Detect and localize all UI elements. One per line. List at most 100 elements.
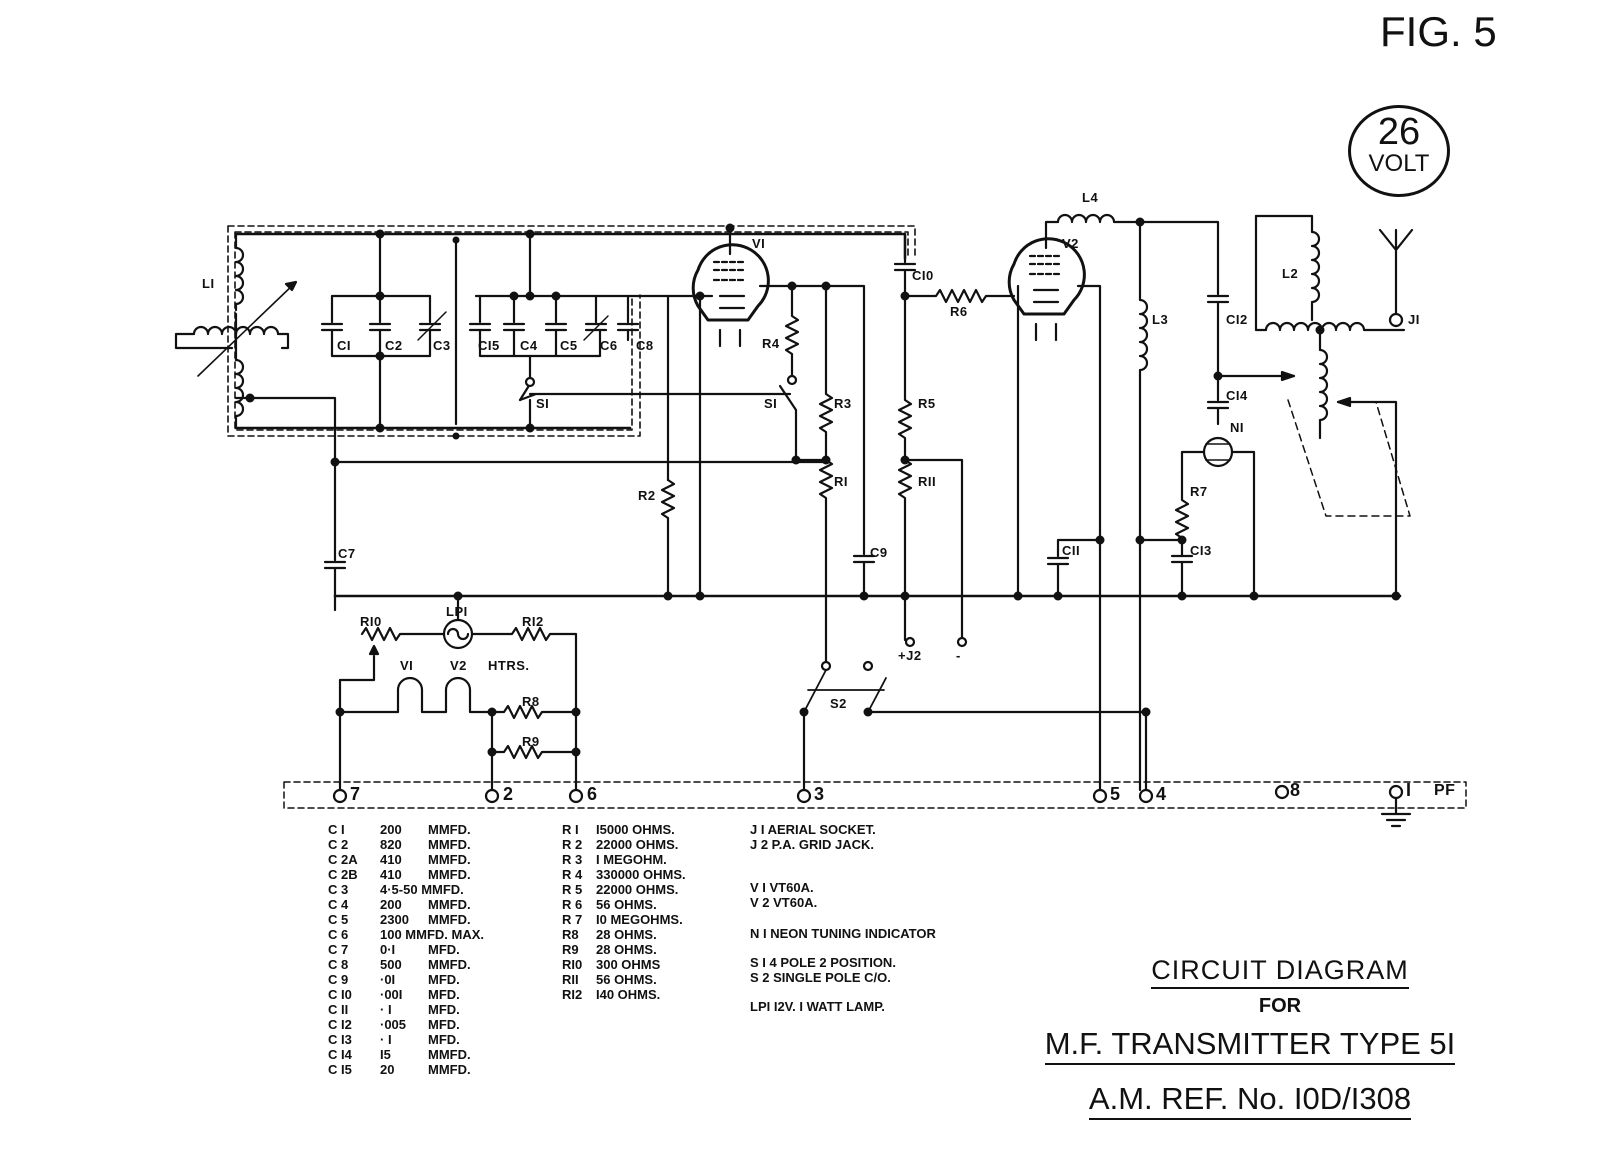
capacitor-cell: C 8 <box>328 957 349 972</box>
capacitor-row: C 4 200 MMFD. <box>328 897 471 912</box>
capacitor-cell: MMFD. <box>428 852 471 867</box>
label-c3: C3 <box>433 338 451 353</box>
resistor-cell: R 4 <box>562 867 583 882</box>
label-r2: R2 <box>638 488 656 503</box>
label-c15: CI5 <box>478 338 500 353</box>
valve-v1-type: V I VT60A. <box>750 880 814 895</box>
resistor-cell: 56 OHMS. <box>596 897 657 912</box>
capacitor-cell: C 2 <box>328 837 349 852</box>
label-c13: CI3 <box>1190 543 1212 558</box>
capacitor-cell: MMFD. <box>428 867 471 882</box>
terminal-1: I <box>1406 780 1412 800</box>
resistor-row: R 3 I MEGOHM. <box>562 852 686 867</box>
resistor-cell: RII <box>562 972 579 987</box>
capacitor-cell: · I <box>380 1002 392 1017</box>
label-c1: CI <box>337 338 351 353</box>
terminal-3: 3 <box>814 784 825 804</box>
capacitor-cell: 410 <box>380 867 402 882</box>
label-c11: CII <box>1062 543 1081 558</box>
label-s1b: SI <box>764 396 778 411</box>
capacitor-cell: MMFD. <box>428 957 471 972</box>
resistor-cell: 22000 OHMS. <box>596 882 679 897</box>
label-s2: S2 <box>830 696 847 711</box>
valve-v2 <box>1007 213 1142 342</box>
capacitor-cell: C 5 <box>328 912 349 927</box>
label-c9: C9 <box>870 545 888 560</box>
label-r11: RII <box>918 474 937 489</box>
label-r10: RI0 <box>360 614 382 629</box>
label-r6: R6 <box>950 304 968 319</box>
title-block-line3: M.F. TRANSMITTER TYPE 5I <box>1020 1026 1480 1065</box>
title-block-line1: CIRCUIT DIAGRAM <box>1070 955 1490 989</box>
resistor-cell: I MEGOHM. <box>596 852 667 867</box>
capacitor-cell: ·0I <box>380 972 396 987</box>
capacitor-cell: C 3 <box>328 882 349 897</box>
resistor-cell: 300 OHMS <box>596 957 661 972</box>
label-r9: R9 <box>522 734 540 749</box>
capacitor-row: C II · I MFD. <box>328 1002 471 1017</box>
capacitor-cell: 2300 <box>380 912 409 927</box>
capacitor-row: C 8 500 MMFD. <box>328 957 471 972</box>
label-c5: C5 <box>560 338 578 353</box>
supply-value: 26 <box>1377 111 1421 153</box>
label-c8: C8 <box>636 338 654 353</box>
label-c4: C4 <box>520 338 538 353</box>
capacitor-cell: MFD. <box>428 1032 460 1047</box>
label-r5: R5 <box>918 396 936 411</box>
label-s1a: SI <box>536 396 550 411</box>
capacitor-cell: · I <box>380 1032 392 1047</box>
capacitor-cell: C I <box>328 822 345 837</box>
label-c6: C6 <box>600 338 618 353</box>
label-heater-v1: VI <box>400 658 414 673</box>
capacitor-cell: I5 <box>380 1047 391 1062</box>
capacitor-row: C 9 ·0I MFD. <box>328 972 471 987</box>
capacitor-cell: C I2 <box>328 1017 352 1032</box>
lamp-lp1-spec: LPI I2V. I WATT LAMP. <box>750 999 885 1014</box>
label-c10: CI0 <box>912 268 934 283</box>
capacitor-cell: MMFD. <box>428 1062 471 1077</box>
label-lp1: LPI <box>446 604 468 619</box>
capacitor-cell: C 9 <box>328 972 349 987</box>
terminal-4: 4 <box>1156 784 1167 804</box>
capacitor-cell: MFD. <box>428 1017 460 1032</box>
capacitor-cell: 500 <box>380 957 402 972</box>
title-block-line2: FOR <box>1258 995 1302 1017</box>
resistor-cell: 330000 OHMS. <box>596 867 686 882</box>
terminal-2: 2 <box>503 784 514 804</box>
label-heater-v2: V2 <box>450 658 467 673</box>
capacitor-cell: MMFD. <box>428 837 471 852</box>
capacitor-cell: MMFD. <box>428 897 471 912</box>
capacitor-cell: MFD. <box>428 1002 460 1017</box>
jack-j2: J 2 P.A. GRID JACK. <box>750 837 875 852</box>
capacitor-cell: MFD. <box>428 942 460 957</box>
capacitor-cell: C 7 <box>328 942 349 957</box>
capacitor-cell: C 6 <box>328 927 349 942</box>
jack-j1: J I AERIAL SOCKET. <box>750 822 876 837</box>
capacitor-cell: 200 <box>380 897 402 912</box>
label-r12: RI2 <box>522 614 544 629</box>
label-htrs: HTRS. <box>488 658 530 673</box>
capacitor-cell: MFD. <box>428 972 460 987</box>
capacitor-cell: 200 <box>380 822 402 837</box>
resistor-cell: 28 OHMS. <box>596 942 657 957</box>
capacitor-cell: ·005 <box>380 1017 407 1032</box>
resistor-cell: R 3 <box>562 852 583 867</box>
capacitor-cell: C 4 <box>328 897 349 912</box>
capacitor-cell: 100 MMFD. MAX. <box>380 927 485 942</box>
capacitor-cell: MMFD. <box>428 1047 471 1062</box>
switch-s1-spec: S I 4 POLE 2 POSITION. <box>750 955 896 970</box>
capacitor-row: C I2 ·005 MFD. <box>328 1017 471 1032</box>
resistor-cell: R I <box>562 822 579 837</box>
resistor-cell: I0 MEGOHMS. <box>596 912 683 927</box>
terminal-8: 8 <box>1290 780 1301 800</box>
title-block-line4: A.M. REF. No. I0D/I308 <box>1040 1081 1460 1120</box>
capacitor-cell: C II <box>328 1002 349 1017</box>
capacitor-cell: 410 <box>380 852 402 867</box>
